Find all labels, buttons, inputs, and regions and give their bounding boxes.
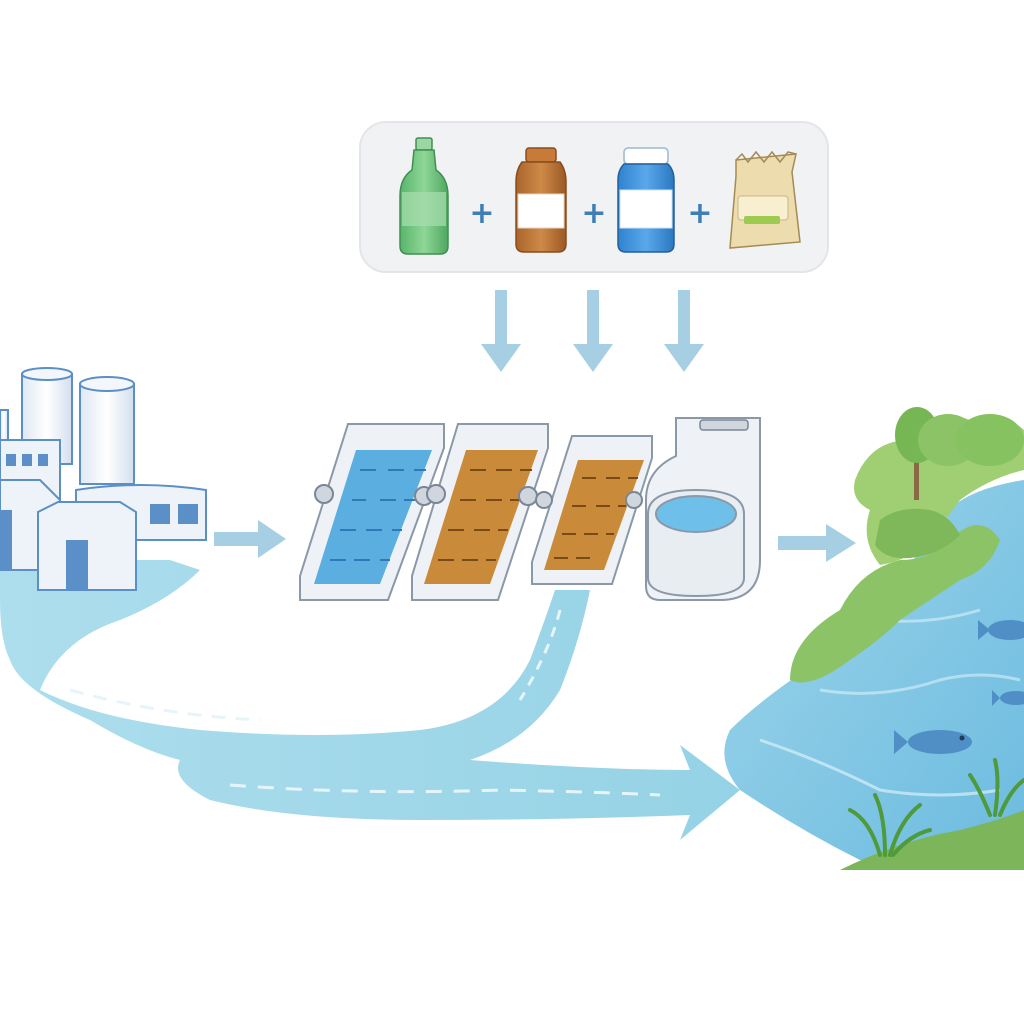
fish-icon [978,620,1024,640]
additive-feed-arrows [481,290,704,372]
flow-arrow-icon [214,520,286,558]
down-arrow-icon [573,290,613,372]
clarifier-icon [645,417,761,601]
down-arrow-icon [664,290,704,372]
river-icon [724,407,1024,870]
plus-sign-1: + [469,196,494,231]
water-stream [0,560,740,840]
down-arrow-icon [481,290,521,372]
bag-icon [729,150,801,249]
additives-panel: + + + [359,121,829,273]
reeds-icon [848,758,1024,857]
aeration-tank-icon [531,435,653,585]
factory-icon [0,367,207,591]
aeration-tank-icon [299,423,445,601]
aeration-tank-icon [411,423,549,601]
fish-icon [894,730,972,754]
jar-icon [515,147,567,253]
jar-icon [617,147,675,253]
flow-arrow-icon [778,524,856,562]
plus-sign-2: + [581,196,606,231]
fish-icon [992,690,1024,706]
plus-sign-3: + [687,196,712,231]
bottle-icon [399,137,449,255]
